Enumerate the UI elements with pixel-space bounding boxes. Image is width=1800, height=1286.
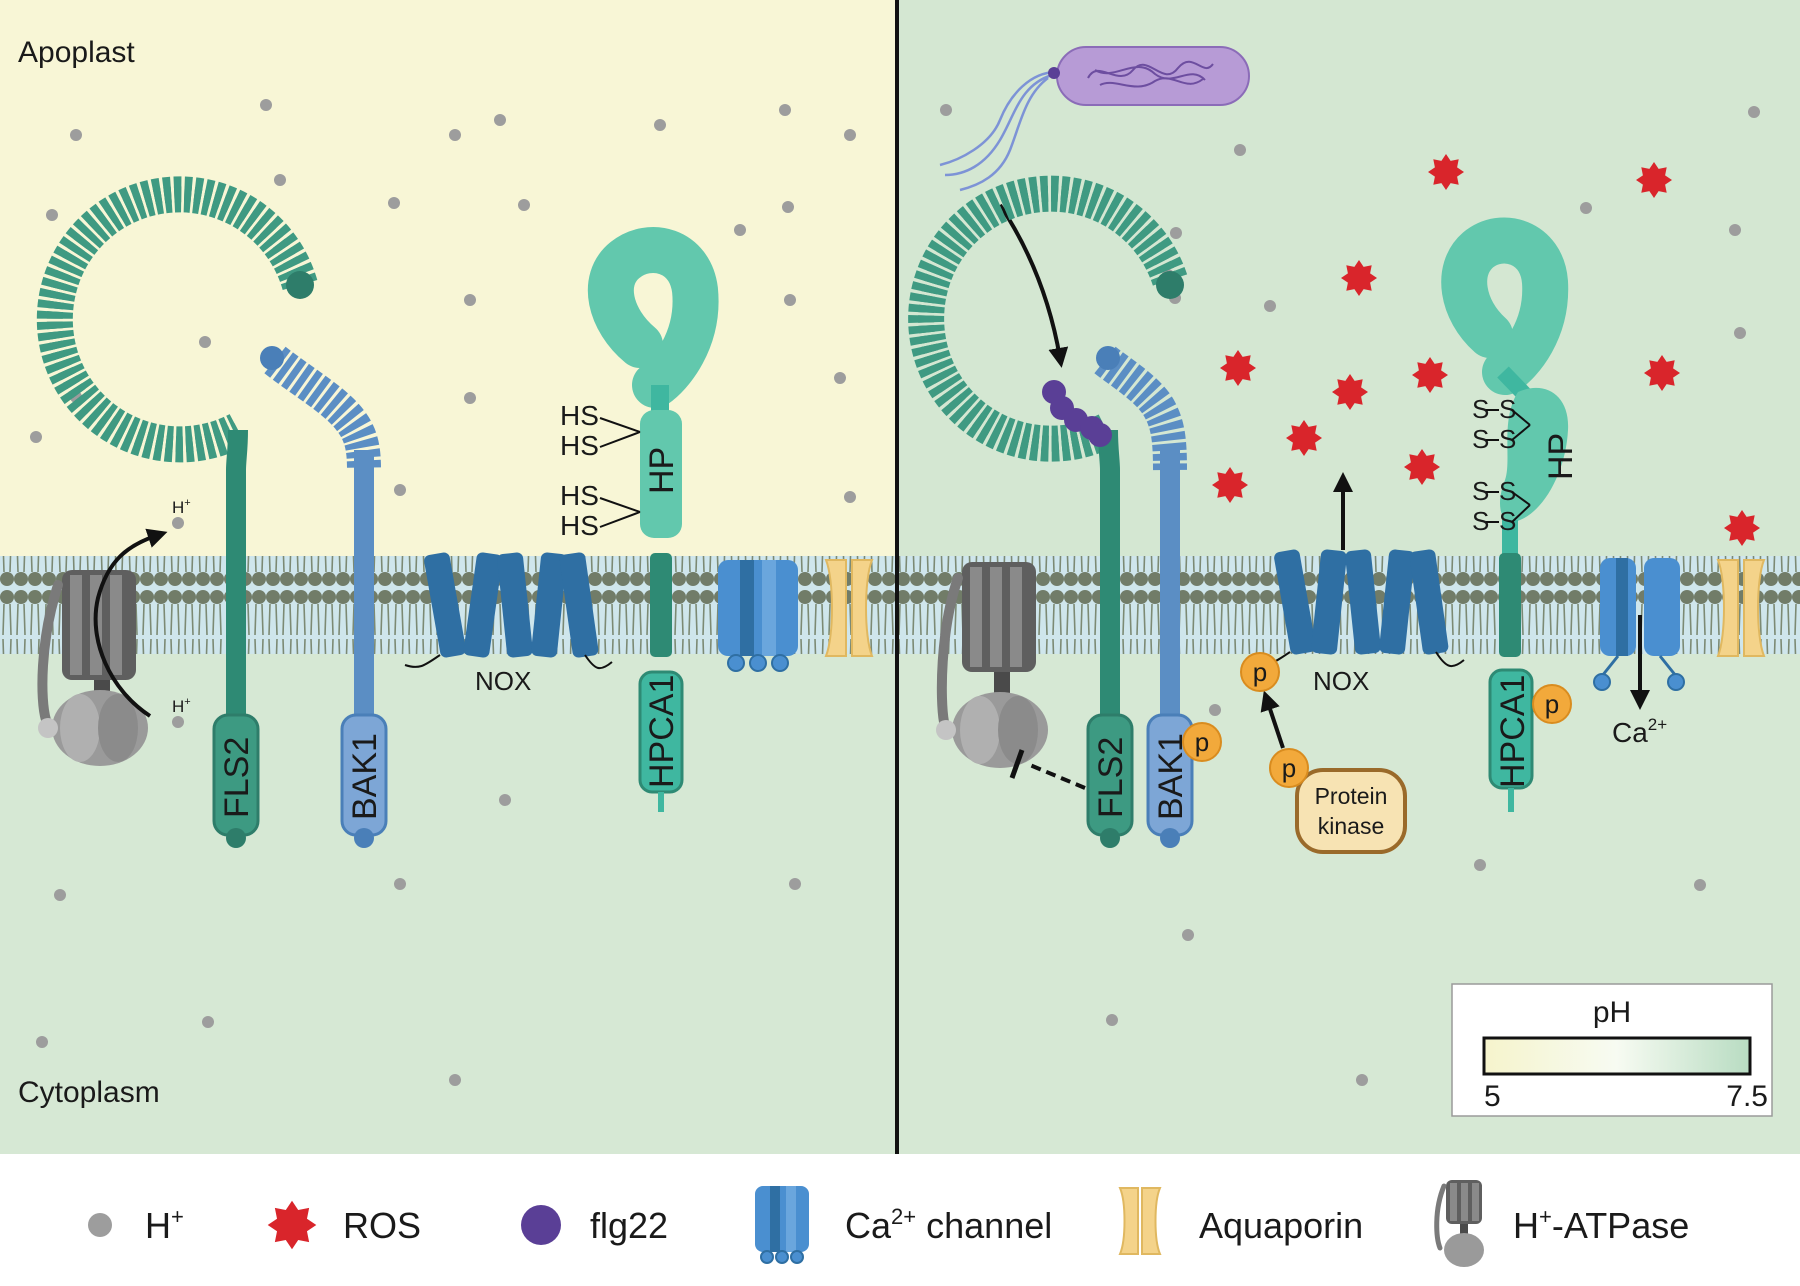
svg-text:S: S (1472, 476, 1489, 506)
ph-gradient-bar (1482, 1036, 1752, 1076)
legend-ca-channel: Ca2+ channel (755, 1186, 1052, 1264)
svg-text:S: S (1472, 424, 1489, 454)
phospho-kinase: p (1269, 748, 1309, 788)
svg-text:S: S (1472, 394, 1489, 424)
legend-h-atpase: H+-ATPase (1434, 1180, 1689, 1267)
svg-text:S: S (1499, 394, 1516, 424)
bak1-left (260, 346, 388, 848)
fls2-label-right: FLS2 (1092, 737, 1130, 818)
legend-flg22: flg22 (521, 1205, 668, 1246)
nox-label-left: NOX (475, 666, 531, 696)
ros-legend-icon (267, 1200, 317, 1250)
legend: H+ ROS flg22 Ca2+ channel (88, 1180, 1689, 1267)
legend-aquaporin: Aquaporin (1118, 1187, 1363, 1255)
svg-text:Aquaporin: Aquaporin (1199, 1205, 1363, 1246)
bacterium (939, 46, 1250, 192)
hp-label-left: HP (643, 447, 681, 494)
svg-text:ROS: ROS (343, 1205, 421, 1246)
svg-text:S: S (1499, 424, 1516, 454)
proton-in-dot (172, 716, 184, 728)
nox-right (1254, 549, 1465, 668)
svg-text:H+: H+ (145, 1204, 184, 1246)
proton-in-label: H+ (172, 696, 191, 716)
phospho-hpca1: p (1532, 684, 1572, 724)
hp-label-right: HP (1542, 433, 1580, 480)
thiol-2: HS (560, 430, 599, 461)
apoplast-label: Apoplast (18, 36, 135, 69)
fls2-right (908, 175, 1188, 848)
protein-kinase-line2: kinase (1318, 813, 1384, 839)
hpca1-right (1441, 217, 1569, 812)
ph-scale-min: 5 (1484, 1080, 1501, 1113)
svg-text:p: p (1195, 727, 1209, 757)
flg22-legend-icon (521, 1205, 561, 1245)
protein-kinase: Protein kinase (1295, 768, 1407, 854)
aquaporin-right (1716, 559, 1766, 657)
h-atpase-right (936, 562, 1048, 768)
thiol-1: HS (560, 400, 599, 431)
ph-scale: pH 5 7.5 (1451, 983, 1773, 1117)
svg-text:flg22: flg22 (590, 1205, 668, 1246)
ca-channel-left (718, 560, 798, 672)
thiol-groups: HS HS HS HS (560, 400, 641, 541)
nox-label-right: NOX (1313, 666, 1369, 696)
phospho-nox: p (1240, 652, 1280, 692)
proton-out-label: H+ (172, 497, 191, 517)
legend-proton: H+ (88, 1204, 184, 1246)
aquaporin-legend-icon (1118, 1187, 1162, 1255)
phospho-bak1: p (1182, 722, 1222, 762)
nox-left (404, 552, 613, 670)
svg-text:H+-ATPase: H+-ATPase (1513, 1204, 1689, 1246)
hpca1-left (587, 227, 719, 812)
svg-text:S: S (1472, 506, 1489, 536)
svg-text:p: p (1545, 689, 1559, 719)
svg-text:S: S (1499, 506, 1516, 536)
membrane (0, 556, 1800, 654)
proton-legend-icon (88, 1213, 112, 1237)
left-apoplast (0, 0, 895, 557)
thiol-3: HS (560, 480, 599, 511)
bak1-right (1094, 346, 1194, 848)
proton-out-dot (172, 517, 184, 529)
thiol-4: HS (560, 510, 599, 541)
legend-ros: ROS (267, 1200, 421, 1250)
flg22-arrow (998, 203, 1069, 368)
fls2-label-left: FLS2 (218, 737, 256, 818)
ph-scale-title: pH (1593, 996, 1631, 1029)
svg-text:p: p (1253, 657, 1267, 687)
calcium-label: Ca2+ (1612, 715, 1667, 748)
aquaporin-left (824, 559, 874, 657)
hpca1-label-left: HPCA1 (643, 675, 681, 788)
hpca1-label-right: HPCA1 (1494, 675, 1532, 788)
phosphorylation-arrow (1260, 690, 1285, 749)
flg22-bound (1042, 380, 1112, 447)
cytoplasm-label: Cytoplasm (18, 1076, 160, 1109)
ca-channel-right (1593, 558, 1685, 691)
protein-kinase-line1: Protein (1315, 783, 1388, 809)
disulfide-bonds: S S S S S S S S (1472, 394, 1531, 536)
ph-scale-max: 7.5 (1726, 1080, 1768, 1113)
h-atpase-legend-icon (1434, 1180, 1484, 1267)
proton-pump-arrow (93, 528, 168, 718)
inhibition-line (1009, 749, 1086, 790)
svg-text:p: p (1282, 753, 1296, 783)
fls2-left (36, 176, 318, 848)
svg-text:Ca2+ channel: Ca2+ channel (845, 1204, 1052, 1246)
h-atpase-left (37, 570, 148, 766)
svg-text:S: S (1499, 476, 1516, 506)
ca-channel-legend-icon (755, 1186, 809, 1264)
bak1-label-left: BAK1 (346, 733, 384, 820)
